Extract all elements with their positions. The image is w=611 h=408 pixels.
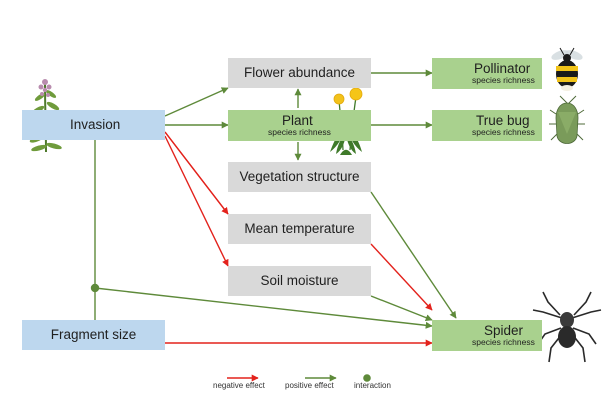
node-pollinator: Pollinator species richness bbox=[432, 58, 542, 89]
node-mean-temperature-label: Mean temperature bbox=[244, 220, 355, 236]
node-plant-sublabel: species richness bbox=[268, 126, 331, 137]
legend-interaction-label: interaction bbox=[354, 381, 391, 390]
node-pollinator-sublabel: species richness bbox=[472, 74, 535, 85]
node-flower-abundance: Flower abundance bbox=[228, 58, 371, 88]
node-mean-temperature: Mean temperature bbox=[228, 214, 371, 244]
legend: negative effect positive effect interact… bbox=[0, 381, 611, 397]
node-fragment-size-label: Fragment size bbox=[50, 326, 137, 342]
shield-bug-icon bbox=[549, 95, 585, 144]
node-spider-sublabel: species richness bbox=[472, 336, 535, 347]
node-true-bug: True bug species richness bbox=[432, 110, 542, 141]
interaction-dot bbox=[90, 283, 100, 293]
node-flower-abundance-label: Flower abundance bbox=[243, 64, 356, 80]
arrow-invasion-to-flower-abundance bbox=[164, 87, 229, 117]
bumblebee-icon bbox=[551, 47, 583, 91]
node-vegetation-structure-label: Vegetation structure bbox=[239, 168, 360, 184]
legend-positive-label: positive effect bbox=[285, 381, 334, 390]
node-invasion: Invasion bbox=[22, 110, 165, 140]
node-plant-label: Plant bbox=[282, 112, 313, 128]
legend-interaction-dot bbox=[363, 374, 371, 382]
node-soil-moisture: Soil moisture bbox=[228, 266, 371, 296]
arrow-soil-moisture-to-spider bbox=[370, 295, 433, 321]
node-true-bug-sublabel: species richness bbox=[472, 126, 535, 137]
node-soil-moisture-label: Soil moisture bbox=[260, 272, 339, 288]
node-spider-label: Spider bbox=[484, 322, 524, 338]
legend-negative-label: negative effect bbox=[213, 381, 265, 390]
node-fragment-size: Fragment size bbox=[22, 320, 165, 350]
node-invasion-label: Invasion bbox=[70, 116, 121, 132]
arrow-mean-temperature-to-spider bbox=[370, 243, 433, 311]
node-vegetation-structure: Vegetation structure bbox=[228, 162, 371, 192]
node-pollinator-label: Pollinator bbox=[474, 60, 531, 76]
arrow-vegetation-structure-to-spider bbox=[370, 191, 457, 319]
spider-icon bbox=[532, 291, 602, 363]
node-spider: Spider species richness bbox=[432, 320, 542, 351]
arrow-interaction-to-spider bbox=[94, 287, 433, 329]
node-plant: Plant species richness bbox=[228, 110, 371, 141]
node-true-bug-label: True bug bbox=[476, 112, 530, 128]
arrow-invasion-to-soil-moisture bbox=[164, 135, 229, 267]
